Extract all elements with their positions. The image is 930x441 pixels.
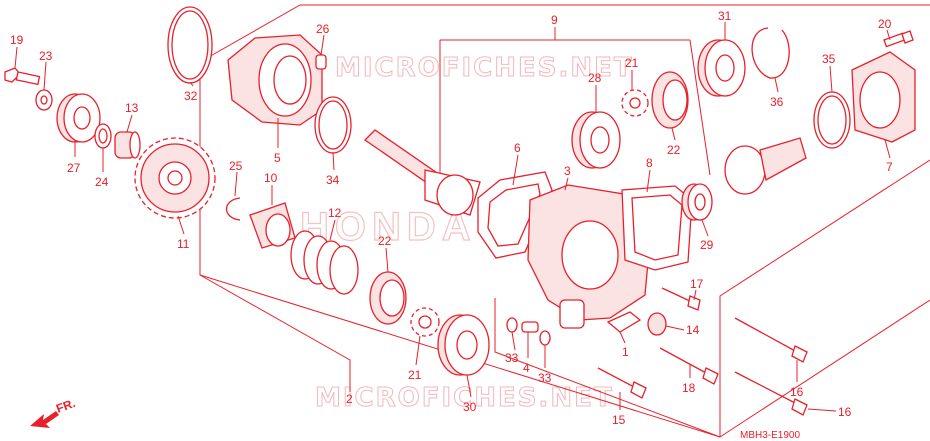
callout-1[interactable]: 1: [622, 345, 629, 359]
part-9-shaft-right[interactable]: [724, 137, 807, 195]
direction-label: FR.: [54, 396, 77, 416]
callout-33-a[interactable]: 33: [505, 351, 519, 365]
callout-2[interactable]: 2: [346, 392, 353, 406]
callout-3[interactable]: 3: [564, 164, 571, 178]
part-11-gear[interactable]: [134, 137, 216, 219]
callout-labels: 19 23 27 13 24 11 32 5 26 34 25 10 12 22…: [10, 9, 893, 427]
part-33-washer-a[interactable]: [506, 317, 518, 333]
part-36-circlip[interactable]: [751, 27, 790, 79]
callout-18[interactable]: 18: [682, 381, 696, 395]
callout-35[interactable]: 35: [822, 52, 836, 66]
part-23-washer[interactable]: [35, 89, 53, 111]
callout-31[interactable]: 31: [718, 9, 732, 23]
callout-7[interactable]: 7: [886, 160, 893, 174]
part-9-shaft-left[interactable]: [363, 129, 481, 216]
part-29-bearing[interactable]: [681, 183, 713, 221]
part-30-bearing[interactable]: [437, 314, 490, 376]
leader-lines: [14, 22, 891, 412]
part-21-gear-upper[interactable]: [621, 89, 649, 117]
part-25-clip[interactable]: [225, 197, 241, 221]
part-18-bolt[interactable]: [659, 347, 719, 385]
callout-16-b[interactable]: 16: [838, 405, 852, 419]
callout-10[interactable]: 10: [264, 171, 278, 185]
part-33-washer-b[interactable]: [539, 330, 551, 346]
part-4-plug[interactable]: [521, 321, 539, 333]
part-15-bolt[interactable]: [597, 367, 647, 399]
callout-28[interactable]: 28: [588, 71, 602, 85]
callout-6[interactable]: 6: [514, 141, 521, 155]
part-27-bearing[interactable]: [56, 93, 101, 143]
callout-34[interactable]: 34: [326, 173, 340, 187]
callout-26[interactable]: 26: [316, 22, 330, 36]
callout-23[interactable]: 23: [39, 49, 53, 63]
callout-14[interactable]: 14: [686, 323, 700, 337]
callout-5[interactable]: 5: [274, 151, 281, 165]
callout-16-a[interactable]: 16: [790, 385, 804, 399]
part-16-bolt-b[interactable]: [734, 371, 808, 416]
part-34-oring[interactable]: [314, 96, 352, 154]
front-direction-arrow: FR.: [30, 396, 77, 428]
part-8-gasket[interactable]: [621, 185, 693, 271]
part-20-bolt[interactable]: [883, 30, 914, 48]
callout-29[interactable]: 29: [700, 238, 714, 252]
part-10-cam[interactable]: [249, 202, 296, 249]
part-24-ring[interactable]: [94, 123, 112, 149]
part-19-bolt[interactable]: [4, 67, 41, 86]
part-35-oring[interactable]: [813, 91, 851, 149]
part-5-housing[interactable]: [227, 34, 323, 126]
drawing-code: MBH3-E1900: [740, 430, 800, 441]
callout-33-b[interactable]: 33: [538, 371, 552, 385]
callout-21-upper[interactable]: 21: [625, 56, 639, 70]
callout-24[interactable]: 24: [95, 175, 109, 189]
callout-11[interactable]: 11: [177, 237, 190, 251]
part-21-gear-lower[interactable]: [410, 307, 440, 337]
callout-21-lower[interactable]: 21: [408, 368, 422, 382]
part-22-damper-lower[interactable]: [369, 271, 407, 325]
part-31-seal[interactable]: [697, 39, 746, 97]
part-17-bolt[interactable]: [661, 287, 701, 311]
callout-30[interactable]: 30: [463, 400, 477, 414]
part-26-pin[interactable]: [315, 54, 327, 70]
part-22-damper-upper[interactable]: [651, 71, 689, 129]
callout-8[interactable]: 8: [646, 156, 653, 170]
watermark-top: MICROFICHES.NET: [335, 53, 634, 83]
part-14-seal[interactable]: [647, 312, 667, 336]
part-12-spring[interactable]: [290, 230, 359, 295]
callout-15[interactable]: 15: [612, 413, 626, 427]
part-16-bolt-a[interactable]: [734, 317, 808, 363]
callout-12[interactable]: 12: [328, 206, 342, 220]
callout-22-lower[interactable]: 22: [378, 234, 392, 248]
callout-27[interactable]: 27: [67, 161, 81, 175]
callout-32[interactable]: 32: [184, 89, 198, 103]
callout-9[interactable]: 9: [551, 13, 558, 27]
part-1-bracket[interactable]: [606, 311, 642, 333]
callout-25[interactable]: 25: [229, 159, 243, 173]
callout-13[interactable]: 13: [125, 101, 139, 115]
part-7-cover[interactable]: [851, 51, 916, 143]
callout-19[interactable]: 19: [10, 33, 24, 47]
part-3-gear-case[interactable]: [527, 184, 651, 329]
callout-22-upper[interactable]: 22: [667, 143, 681, 157]
part-28-bearing[interactable]: [571, 111, 621, 169]
part-13-collar[interactable]: [114, 131, 141, 159]
part-32-oring[interactable]: [167, 6, 213, 84]
callout-36[interactable]: 36: [770, 95, 784, 109]
callout-17[interactable]: 17: [690, 277, 704, 291]
callout-4[interactable]: 4: [523, 361, 530, 375]
part-6-gasket[interactable]: [477, 171, 553, 259]
callout-20[interactable]: 20: [878, 17, 892, 31]
